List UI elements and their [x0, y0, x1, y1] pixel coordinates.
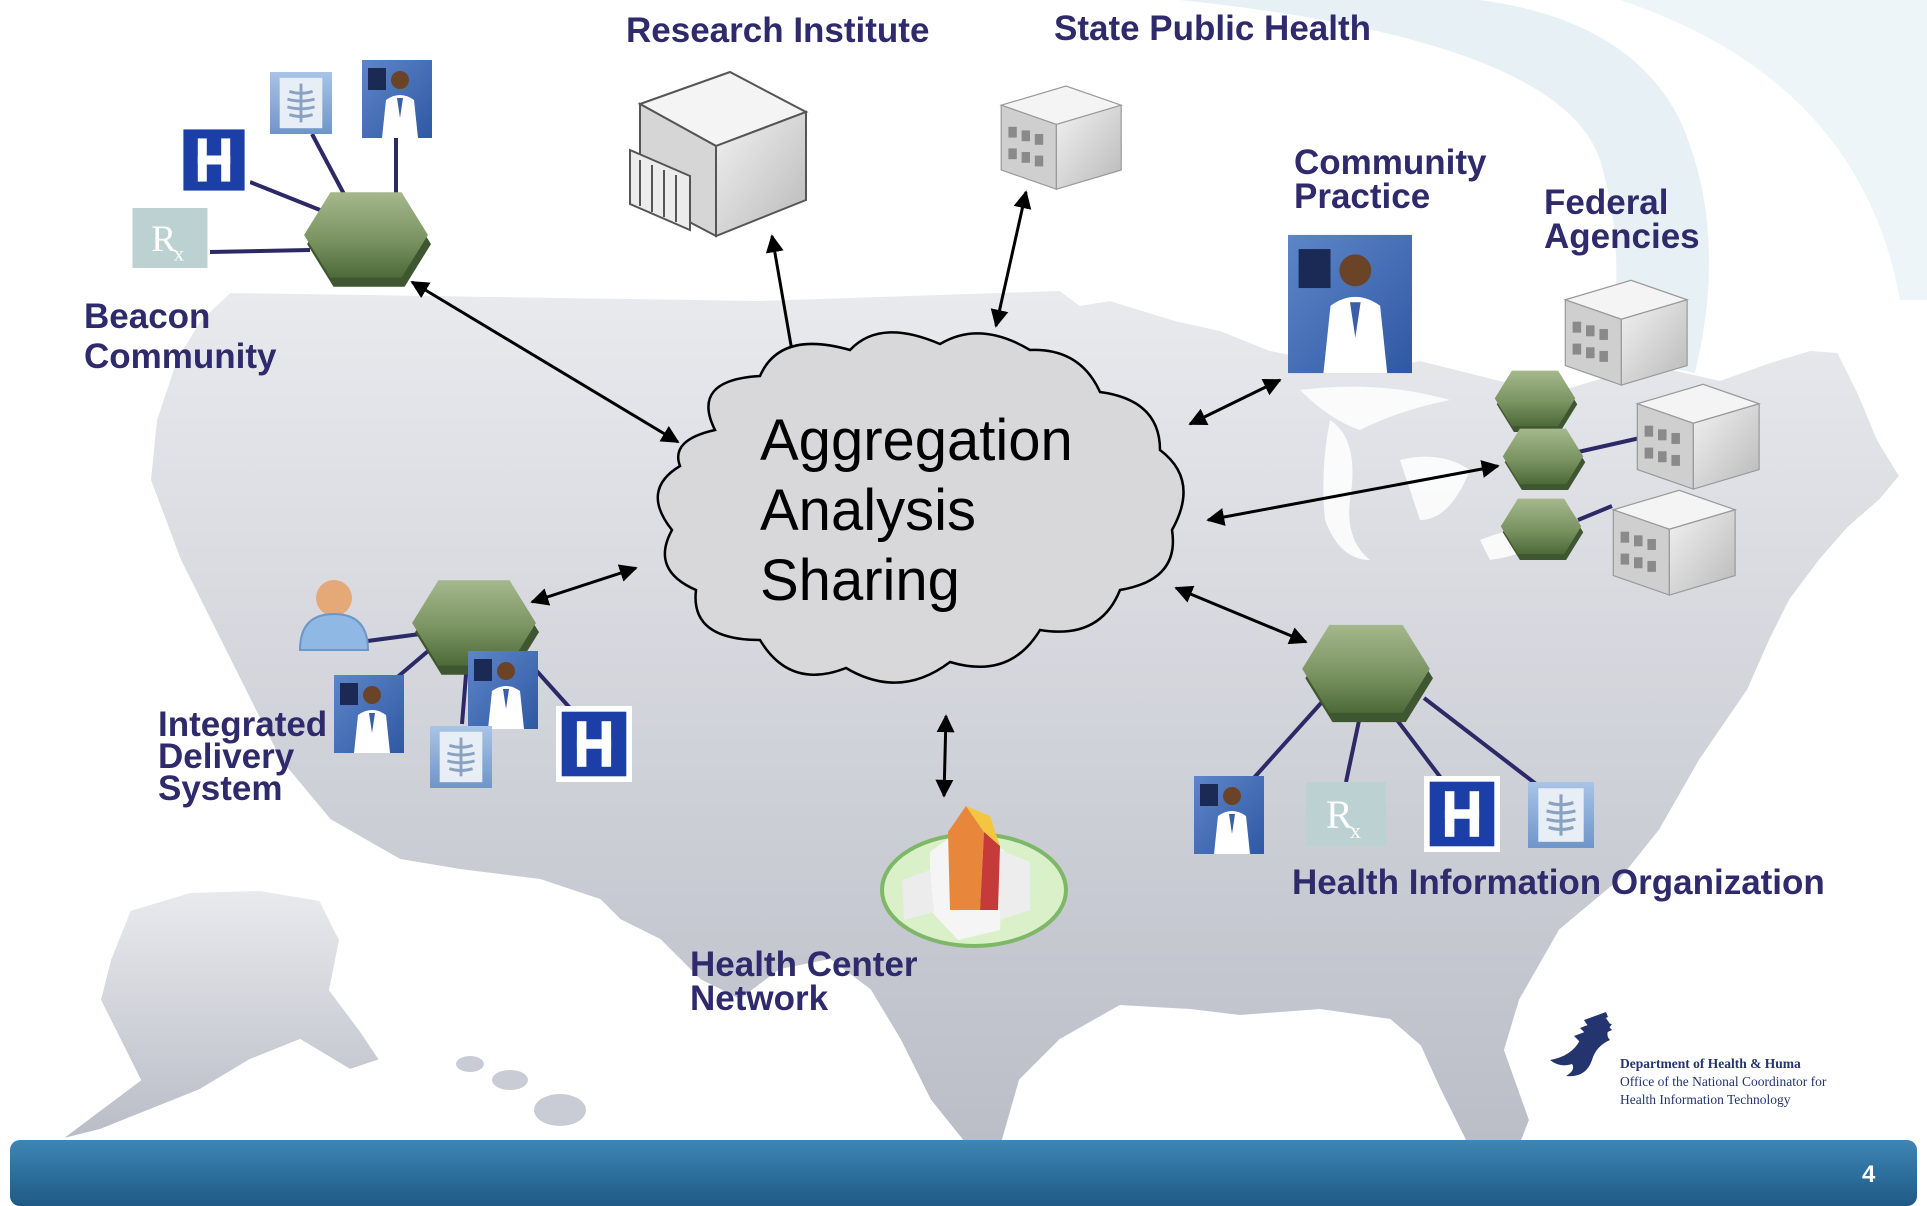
logo-line-2: Office of the National Coordinator for — [1620, 1074, 1827, 1089]
federal-agencies-node: Federal Agencies — [1494, 183, 1760, 596]
health-center-campus-icon — [880, 806, 1068, 948]
research-building-icon — [629, 70, 809, 238]
arrow-hio — [1174, 585, 1308, 645]
arrow-community — [1188, 378, 1282, 426]
beacon-community-cluster: Beacon Community — [84, 60, 432, 376]
arrow-ids — [530, 564, 638, 606]
xray-icon — [430, 726, 492, 788]
ids-label-1: Integrated — [158, 705, 327, 744]
arrow-state — [990, 190, 1032, 328]
community-doctor-icon — [1288, 234, 1412, 374]
beacon-community-label-2: Community — [84, 337, 277, 376]
beacon-hub-icon — [304, 192, 431, 287]
federal-building-icon-3 — [1612, 489, 1736, 596]
state-public-health-node: State Public Health — [1000, 9, 1371, 190]
ids-label-3: System — [158, 769, 283, 808]
doctor-icon — [362, 60, 432, 138]
hio-label: Health Information Organization — [1292, 863, 1825, 902]
doctor-icon — [1194, 776, 1264, 854]
hospital-icon — [178, 124, 250, 196]
community-practice-label-1: Community — [1294, 143, 1487, 182]
xray-icon — [1528, 782, 1594, 848]
hcn-label-1: Health Center — [690, 945, 918, 984]
doctor-icon — [334, 675, 404, 753]
patient-person-icon — [298, 580, 370, 651]
xray-icon — [270, 72, 332, 134]
hospital-icon — [1424, 776, 1500, 852]
arrow-federal — [1206, 460, 1500, 526]
ids-label-2: Delivery — [158, 737, 295, 776]
federal-building-icon-1 — [1564, 279, 1688, 386]
hcn-label-2: Network — [690, 979, 829, 1018]
connection-arrows — [410, 190, 1500, 798]
logo-line-1: Department of Health & Huma — [1620, 1056, 1801, 1071]
federal-agencies-label-2: Agencies — [1544, 217, 1700, 256]
hio-cluster: Health Information Organization — [1194, 624, 1825, 902]
hhs-logo: Department of Health & Huma Office of th… — [1550, 1012, 1827, 1107]
health-center-network-node: Health Center Network — [690, 806, 1068, 1018]
doctor-icon — [468, 651, 538, 729]
hospital-icon — [556, 706, 632, 782]
integrated-delivery-system-cluster: Integrated Delivery System — [158, 580, 632, 808]
state-public-health-label: State Public Health — [1054, 9, 1371, 48]
hhs-eagle-icon — [1550, 1012, 1612, 1077]
cloud-text-line-3: Sharing — [760, 548, 960, 613]
federal-agencies-label-1: Federal — [1544, 183, 1669, 222]
arrow-hcn — [935, 714, 955, 798]
community-practice-node: Community Practice — [1288, 143, 1487, 374]
research-institute-label: Research Institute — [626, 11, 929, 50]
page-number: 4 — [1862, 1161, 1876, 1188]
cloud-text-line-1: Aggregation — [760, 408, 1073, 473]
logo-line-3: Health Information Technology — [1620, 1092, 1791, 1107]
arrow-beacon — [410, 280, 680, 444]
cloud-text-line-2: Analysis — [760, 478, 976, 543]
federal-building-icon-2 — [1636, 383, 1760, 490]
community-practice-label-2: Practice — [1294, 177, 1430, 216]
rx-pharmacy-icon — [132, 208, 208, 268]
rx-pharmacy-icon — [1306, 782, 1386, 846]
background-swoosh-corner — [1620, 0, 1927, 300]
aggregation-cloud: Aggregation Analysis Sharing — [656, 331, 1185, 684]
footer-band — [10, 1140, 1917, 1206]
research-institute-node: Research Institute — [626, 11, 929, 238]
state-building-icon — [1000, 85, 1122, 190]
beacon-community-label-1: Beacon — [84, 297, 210, 336]
